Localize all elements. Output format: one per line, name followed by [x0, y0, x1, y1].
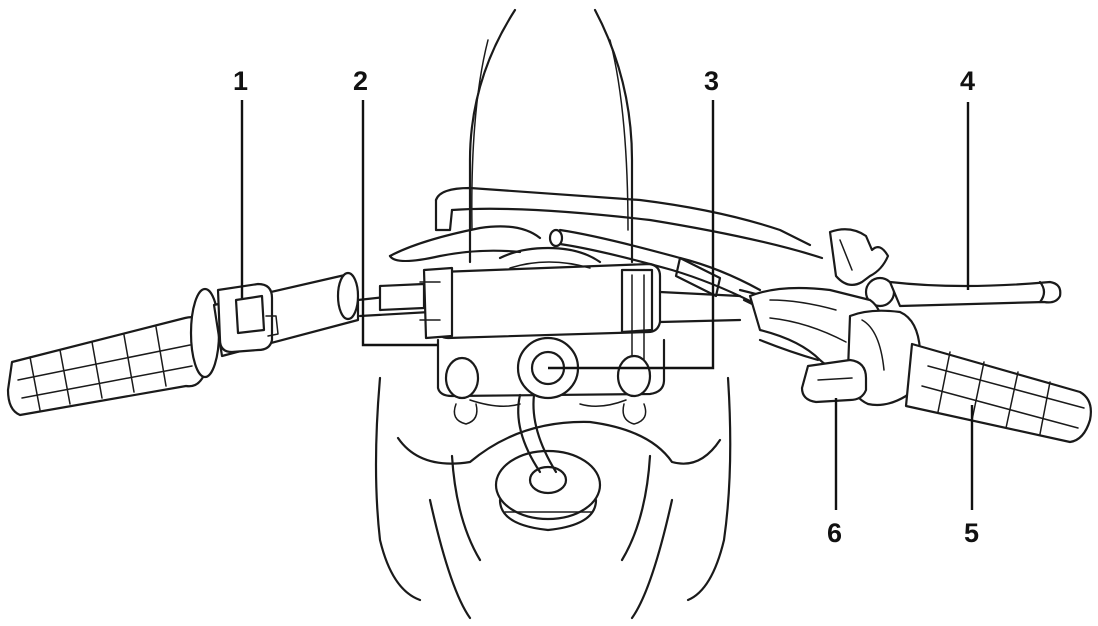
leader-3	[548, 100, 715, 370]
left-switch	[216, 282, 279, 354]
callout-6: 6	[827, 518, 843, 548]
leader-2	[361, 100, 438, 347]
callout-3: 3	[704, 66, 720, 96]
callout-5: 5	[964, 518, 980, 548]
callout-1: 1	[233, 66, 249, 96]
callout-2: 2	[353, 66, 369, 96]
front-fork-lower	[374, 376, 732, 620]
callout-4: 4	[960, 66, 976, 96]
leader-lines	[240, 100, 974, 510]
handlebar-crossbar-pad	[378, 262, 662, 361]
front-number-plate	[468, 8, 634, 264]
fuel-cap	[494, 393, 602, 532]
right-handlebar	[658, 228, 1092, 444]
